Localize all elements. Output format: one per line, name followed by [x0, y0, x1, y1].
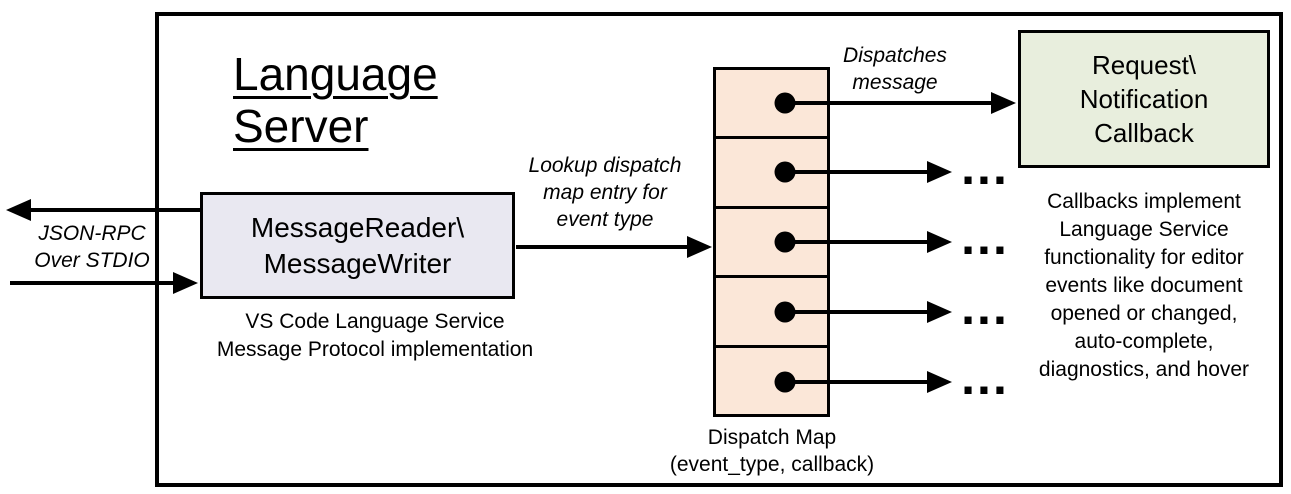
- callbacks-note: Callbacks implement Language Service fun…: [1038, 190, 1250, 381]
- dispatch-cell-1: [716, 70, 827, 137]
- ellipsis-row-5: ...: [961, 349, 1009, 405]
- jsonrpc-stdio-label: JSON-RPC Over STDIO: [34, 222, 150, 272]
- lookup-dispatch-label: Lookup dispatch map entry for event type: [528, 154, 682, 231]
- message-reader-writer-box: MessageReader\ MessageWriter: [200, 192, 515, 299]
- request-notification-callback-box: Request\ Notification Callback: [1018, 30, 1270, 168]
- dispatch-cell-5: [716, 344, 827, 415]
- message-box-caption: VS Code Language Service Message Protoco…: [216, 310, 534, 361]
- dispatch-cell-4: [716, 275, 827, 345]
- page-title: Language Server: [233, 48, 438, 152]
- dispatch-map-caption: Dispatch Map (event_type, callback): [669, 426, 875, 476]
- dispatch-cell-3: [716, 205, 827, 276]
- language-server-box: [155, 12, 1283, 487]
- dispatch-map-box: [713, 67, 830, 417]
- ellipsis-row-4: ...: [961, 279, 1009, 335]
- dispatch-cell-2: [716, 136, 827, 206]
- ellipsis-row-3: ...: [961, 209, 1009, 265]
- dispatches-message-label: Dispatches message: [843, 44, 947, 94]
- stdio-out-arrowhead-icon: [6, 199, 31, 221]
- ellipsis-row-2: ...: [961, 139, 1009, 195]
